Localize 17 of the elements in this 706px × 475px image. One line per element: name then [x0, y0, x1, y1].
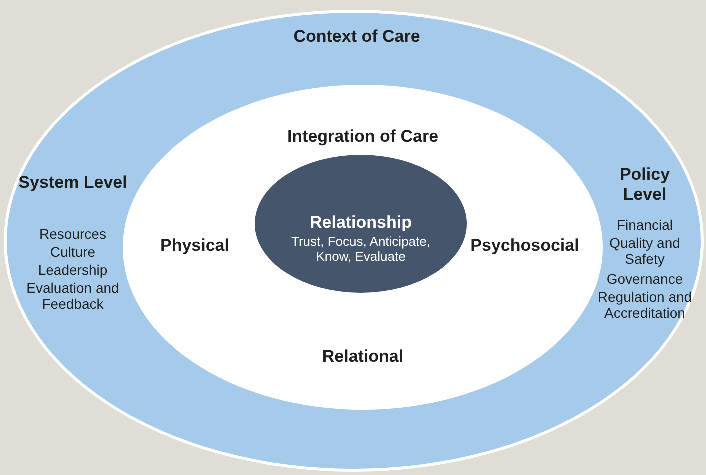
- list-item: Quality and Safety: [608, 235, 682, 268]
- heading: Context of Care: [292, 27, 422, 47]
- list-item: Financial: [616, 217, 674, 234]
- label: Physical: [160, 236, 230, 256]
- label: Psychosocial: [470, 236, 580, 256]
- heading: Policy Level: [618, 165, 672, 204]
- heading: Relationship: [308, 213, 413, 233]
- list-item: Evaluation and Feedback: [26, 280, 120, 312]
- subtitle: Trust, Focus, Anticipate, Know, Evaluate: [290, 235, 432, 265]
- list-item: Resources: [38, 226, 108, 242]
- label: Relational: [321, 347, 405, 367]
- list-item: Governance: [606, 271, 684, 288]
- list-item: Regulation and Accreditation: [596, 289, 694, 322]
- heading: Integration of Care: [286, 127, 440, 147]
- list-item: Culture: [49, 244, 97, 260]
- list-item: Leadership: [37, 262, 109, 278]
- heading: System Level: [18, 173, 128, 193]
